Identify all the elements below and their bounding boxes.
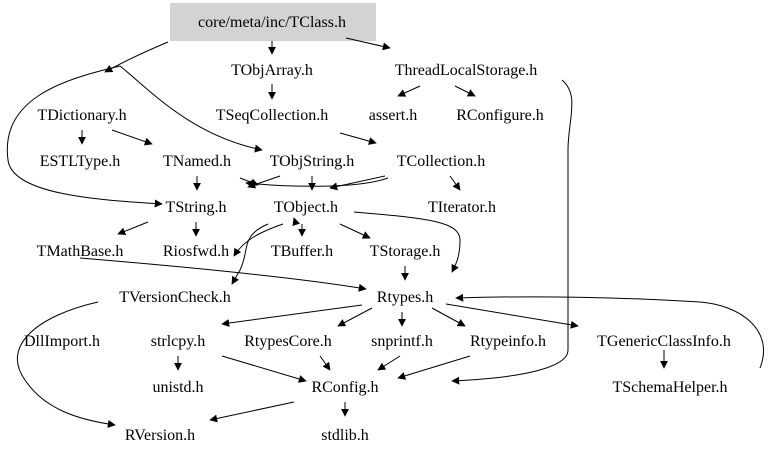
node-rversion: RVersion.h bbox=[125, 427, 195, 444]
node-tobjstring: TObjString.h bbox=[270, 153, 355, 170]
node-rconfigure: RConfigure.h bbox=[456, 107, 544, 124]
node-tclass: core/meta/inc/TClass.h bbox=[198, 14, 346, 31]
node-rtypes: Rtypes.h bbox=[377, 289, 433, 306]
edge bbox=[209, 401, 295, 423]
node-threadlocalstorage: ThreadLocalStorage.h bbox=[395, 62, 538, 79]
edge bbox=[454, 85, 476, 97]
node-titerator: TIterator.h bbox=[428, 199, 496, 216]
node-rtypeinfo: Rtypeinfo.h bbox=[470, 333, 546, 350]
node-tbuffer: TBuffer.h bbox=[271, 243, 333, 260]
edge bbox=[117, 221, 149, 236]
edge bbox=[337, 307, 373, 327]
edge bbox=[397, 355, 471, 380]
edge bbox=[339, 132, 377, 145]
edge bbox=[221, 355, 307, 383]
node-tnamed: TNamed.h bbox=[163, 153, 231, 170]
node-tobject: TObject.h bbox=[274, 199, 338, 216]
node-snprintf: snprintf.h bbox=[371, 333, 433, 350]
node-tmathbase: TMathBase.h bbox=[37, 243, 124, 260]
node-tstorage: TStorage.h bbox=[370, 243, 441, 260]
node-tgenericclassinfo: TGenericClassInfo.h bbox=[597, 333, 731, 350]
edges bbox=[6, 37, 765, 428]
node-rtypescore: RtypesCore.h bbox=[244, 333, 332, 350]
node-labels: core/meta/inc/TClass.h TObjArray.h Threa… bbox=[24, 14, 731, 444]
edge bbox=[319, 355, 331, 371]
edge bbox=[245, 177, 389, 188]
node-assert: assert.h bbox=[369, 107, 417, 124]
node-unistd: unistd.h bbox=[152, 379, 203, 396]
node-tversioncheck: TVersionCheck.h bbox=[119, 289, 231, 306]
node-dllimport: DllImport.h bbox=[24, 333, 100, 350]
edge bbox=[431, 307, 466, 327]
node-tstring: TString.h bbox=[166, 199, 227, 216]
node-tobjarray: TObjArray.h bbox=[231, 62, 313, 79]
node-tschemahelper: TSchemaHelper.h bbox=[612, 379, 727, 396]
edge bbox=[455, 293, 765, 369]
edge bbox=[353, 211, 461, 273]
edge bbox=[79, 257, 367, 292]
edge bbox=[17, 301, 116, 428]
edge bbox=[377, 355, 401, 371]
node-riosfwd: Riosfwd.h bbox=[163, 243, 229, 260]
node-tdictionary: TDictionary.h bbox=[37, 107, 126, 124]
edge bbox=[111, 129, 153, 146]
edge bbox=[451, 79, 573, 385]
node-stdlib: stdlib.h bbox=[321, 427, 369, 444]
edge bbox=[397, 85, 421, 97]
edge bbox=[104, 41, 169, 73]
node-tcollection: TCollection.h bbox=[397, 153, 485, 170]
edge bbox=[345, 37, 391, 51]
edge bbox=[329, 175, 386, 191]
node-strlcpy: strlcpy.h bbox=[151, 333, 206, 350]
node-rconfig: RConfig.h bbox=[311, 379, 378, 396]
root-node-box bbox=[170, 3, 376, 41]
node-estltype: ESTLType.h bbox=[40, 153, 121, 170]
edge bbox=[339, 223, 371, 239]
edge bbox=[233, 223, 284, 257]
node-tseqcollection: TSeqCollection.h bbox=[216, 107, 328, 124]
edge bbox=[445, 303, 579, 329]
edge bbox=[292, 217, 301, 227]
edge bbox=[449, 175, 461, 191]
edge bbox=[231, 223, 269, 285]
edge bbox=[119, 65, 263, 153]
edge bbox=[6, 65, 163, 208]
edge bbox=[221, 304, 363, 327]
